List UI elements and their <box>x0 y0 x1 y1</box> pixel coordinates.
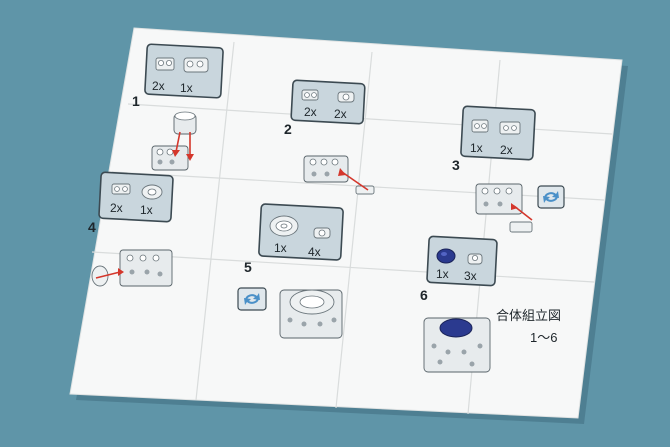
quantity-label: 4x <box>308 245 321 259</box>
fold-line <box>91 251 595 283</box>
step-number: 6 <box>420 287 428 303</box>
quantity-label: 1x <box>140 203 153 217</box>
quantity-label: 1x <box>470 141 483 155</box>
round-plate-part-icon <box>467 253 483 265</box>
step-number: 2 <box>284 121 292 137</box>
step-6: 1x 3x 6 <box>420 235 498 373</box>
quantity-label: 3x <box>464 269 477 283</box>
web-plate-part-icon <box>269 215 299 237</box>
blue-dome-part-icon <box>436 248 456 264</box>
assembly-illustration <box>475 183 533 233</box>
step-3: 1x 2x 3 <box>452 105 565 233</box>
quantity-label: 2x <box>500 143 513 157</box>
quantity-label: 2x <box>110 201 123 215</box>
round-plate-part-icon <box>313 227 331 239</box>
quantity-label: 2x <box>152 79 165 93</box>
parts-box <box>258 203 344 261</box>
parts-box <box>290 79 366 125</box>
step-2: 2x 2x 2 <box>284 79 375 195</box>
rotate-arrows-icon <box>244 293 260 305</box>
plate-part-icon <box>155 57 175 71</box>
quantity-label: 2x <box>304 105 317 119</box>
fold-line <box>195 41 235 401</box>
plate-part-icon <box>301 89 319 101</box>
rotate-model-badge <box>237 287 267 311</box>
plate-part-icon <box>471 119 489 133</box>
rotate-arrows-icon <box>543 191 559 203</box>
assembly-illustration <box>151 111 197 171</box>
round-tile-part-icon <box>141 184 163 200</box>
plate-part-icon <box>499 121 521 135</box>
rotate-model-badge <box>537 185 565 209</box>
assembly-illustration <box>91 249 173 287</box>
step-number: 1 <box>132 93 140 109</box>
quantity-label: 2x <box>334 107 347 121</box>
step-number: 5 <box>244 259 252 275</box>
quantity-label: 1x <box>180 81 193 95</box>
step-number: 4 <box>88 219 96 235</box>
caption-title: 合体組立図 <box>496 308 561 323</box>
assembly-illustration <box>303 155 375 195</box>
plate-part-icon <box>111 183 131 195</box>
caption-range: 1～6 <box>530 330 557 345</box>
round-plate-part-icon <box>337 91 355 103</box>
fold-line <box>335 51 373 409</box>
cylinder-part-icon <box>183 57 209 73</box>
assembly-illustration <box>279 289 343 339</box>
assembly-caption: 合体組立図 1～6 <box>496 308 561 345</box>
assembly-illustration <box>423 317 491 373</box>
step-5: 1x 4x 5 <box>237 203 344 339</box>
step-1: 2x 1x 1 <box>132 43 224 171</box>
step-4: 2x 1x 4 <box>88 171 174 287</box>
step-number: 3 <box>452 157 460 173</box>
quantity-label: 1x <box>274 241 287 255</box>
quantity-label: 1x <box>436 267 449 281</box>
